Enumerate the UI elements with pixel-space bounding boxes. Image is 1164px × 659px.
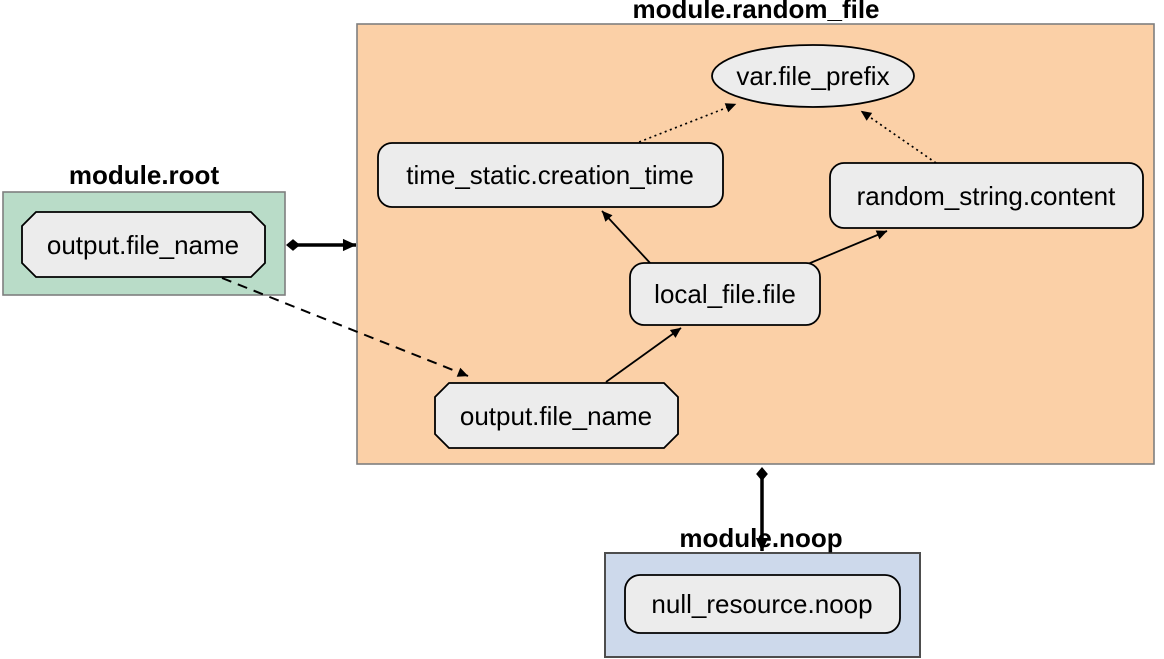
node-var-file-prefix: var.file_prefix (711, 44, 915, 108)
node-null-resource-noop-label: null_resource.noop (651, 589, 872, 619)
edge-randomfile-output-to-local-file (605, 327, 682, 383)
node-time-static-creation-time: time_static.creation_time (377, 142, 724, 208)
node-randomfile-output-file-name-label: output.file_name (460, 401, 652, 431)
node-local-file-file-label: local_file.file (654, 279, 796, 309)
edge-random-string-to-var-file-prefix (860, 110, 937, 164)
edge-time-static-to-var-file-prefix (633, 103, 737, 145)
node-root-output-file-name-shape (21, 211, 266, 278)
node-time-static-creation-time-label: time_static.creation_time (406, 160, 694, 190)
node-random-string-content: random_string.content (829, 162, 1144, 229)
node-randomfile-output-file-name-shape (434, 382, 679, 449)
cluster-module-random-file-label: module.random_file (632, 0, 879, 24)
node-root-output-file-name: output.file_name (21, 211, 266, 278)
node-randomfile-output-file-name: output.file_name (434, 382, 679, 449)
node-local-file-file-shape (629, 262, 821, 326)
cluster-module-root-label: module.root (69, 160, 220, 190)
node-var-file-prefix-label: var.file_prefix (736, 61, 889, 91)
edge-local-file-to-random-string (802, 230, 888, 267)
node-random-string-content-label: random_string.content (857, 181, 1116, 211)
node-null-resource-noop-shape (624, 574, 901, 634)
node-local-file-file: local_file.file (629, 262, 821, 326)
node-var-file-prefix-shape (711, 44, 915, 108)
node-root-output-file-name-label: output.file_name (47, 230, 239, 260)
node-random-string-content-shape (829, 162, 1144, 229)
node-time-static-creation-time-shape (377, 142, 724, 208)
node-null-resource-noop: null_resource.noop (624, 574, 901, 634)
edge-local-file-to-time-static (601, 210, 652, 265)
